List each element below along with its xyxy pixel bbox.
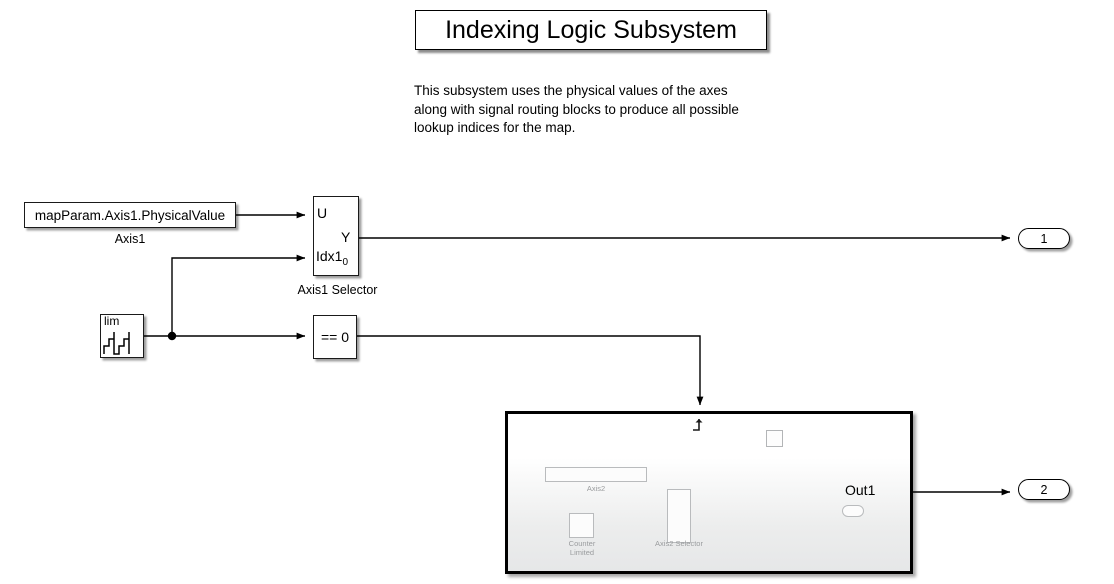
block-axis1-selector[interactable] xyxy=(313,196,359,276)
subsystem-inner-counter-label: Counter Limited xyxy=(552,539,612,557)
page-title: Indexing Logic Subsystem xyxy=(445,15,737,44)
subsystem-inner-ghost-square xyxy=(766,430,783,447)
subsystem-inner-outport xyxy=(842,505,864,517)
selector-port-u-label: U xyxy=(317,205,328,221)
outport-1[interactable]: 1 xyxy=(1018,228,1070,249)
subsystem-inner-selector-block xyxy=(667,489,691,543)
selector-port-idx-label: Idx10 xyxy=(316,248,348,268)
selector-port-idx-text: Idx1 xyxy=(316,248,343,264)
subsystem-inner-axis2-label: Axis2 xyxy=(586,484,606,493)
outport-1-number: 1 xyxy=(1040,231,1048,246)
block-axis1-value: mapParam.Axis1.PhysicalValue xyxy=(34,207,226,223)
outport-2-number: 2 xyxy=(1040,482,1048,497)
block-counter-lim-text: lim xyxy=(104,314,120,328)
diagram-description-text: This subsystem uses the physical values … xyxy=(414,83,739,135)
diagram-title-annotation: Indexing Logic Subsystem xyxy=(415,10,767,50)
wire-compare-to-trigger xyxy=(357,335,704,406)
block-axis1-label: Axis1 xyxy=(114,232,146,246)
subsystem-out1-label: Out1 xyxy=(845,482,876,498)
outport-2[interactable]: 2 xyxy=(1018,479,1070,500)
block-triggered-subsystem[interactable] xyxy=(505,411,913,574)
subsystem-inner-counter-label-line2: Limited xyxy=(569,548,595,557)
block-axis1-selector-label: Axis1 Selector xyxy=(297,283,378,297)
wire-branch-to-selector-idx xyxy=(171,254,306,336)
signal-branch-point xyxy=(167,331,177,341)
staircase-waveform-icon xyxy=(103,332,130,355)
subsystem-inner-counter-block xyxy=(569,513,594,538)
subsystem-inner-axis2-block xyxy=(545,467,647,482)
selector-port-y-label: Y xyxy=(341,229,351,245)
rising-edge-trigger-icon xyxy=(693,419,703,431)
subsystem-inner-selector-label: Axis2 Selector xyxy=(655,539,703,548)
block-counter-limited[interactable]: lim xyxy=(100,314,144,358)
subsystem-inner-counter-label-line1: Counter xyxy=(568,539,596,548)
compare-expression: == 0 xyxy=(320,329,350,345)
block-axis1-constant[interactable]: mapParam.Axis1.PhysicalValue xyxy=(24,202,236,228)
block-compare-to-zero[interactable]: == 0 xyxy=(313,315,357,359)
selector-port-idx-subscript: 0 xyxy=(342,256,349,268)
